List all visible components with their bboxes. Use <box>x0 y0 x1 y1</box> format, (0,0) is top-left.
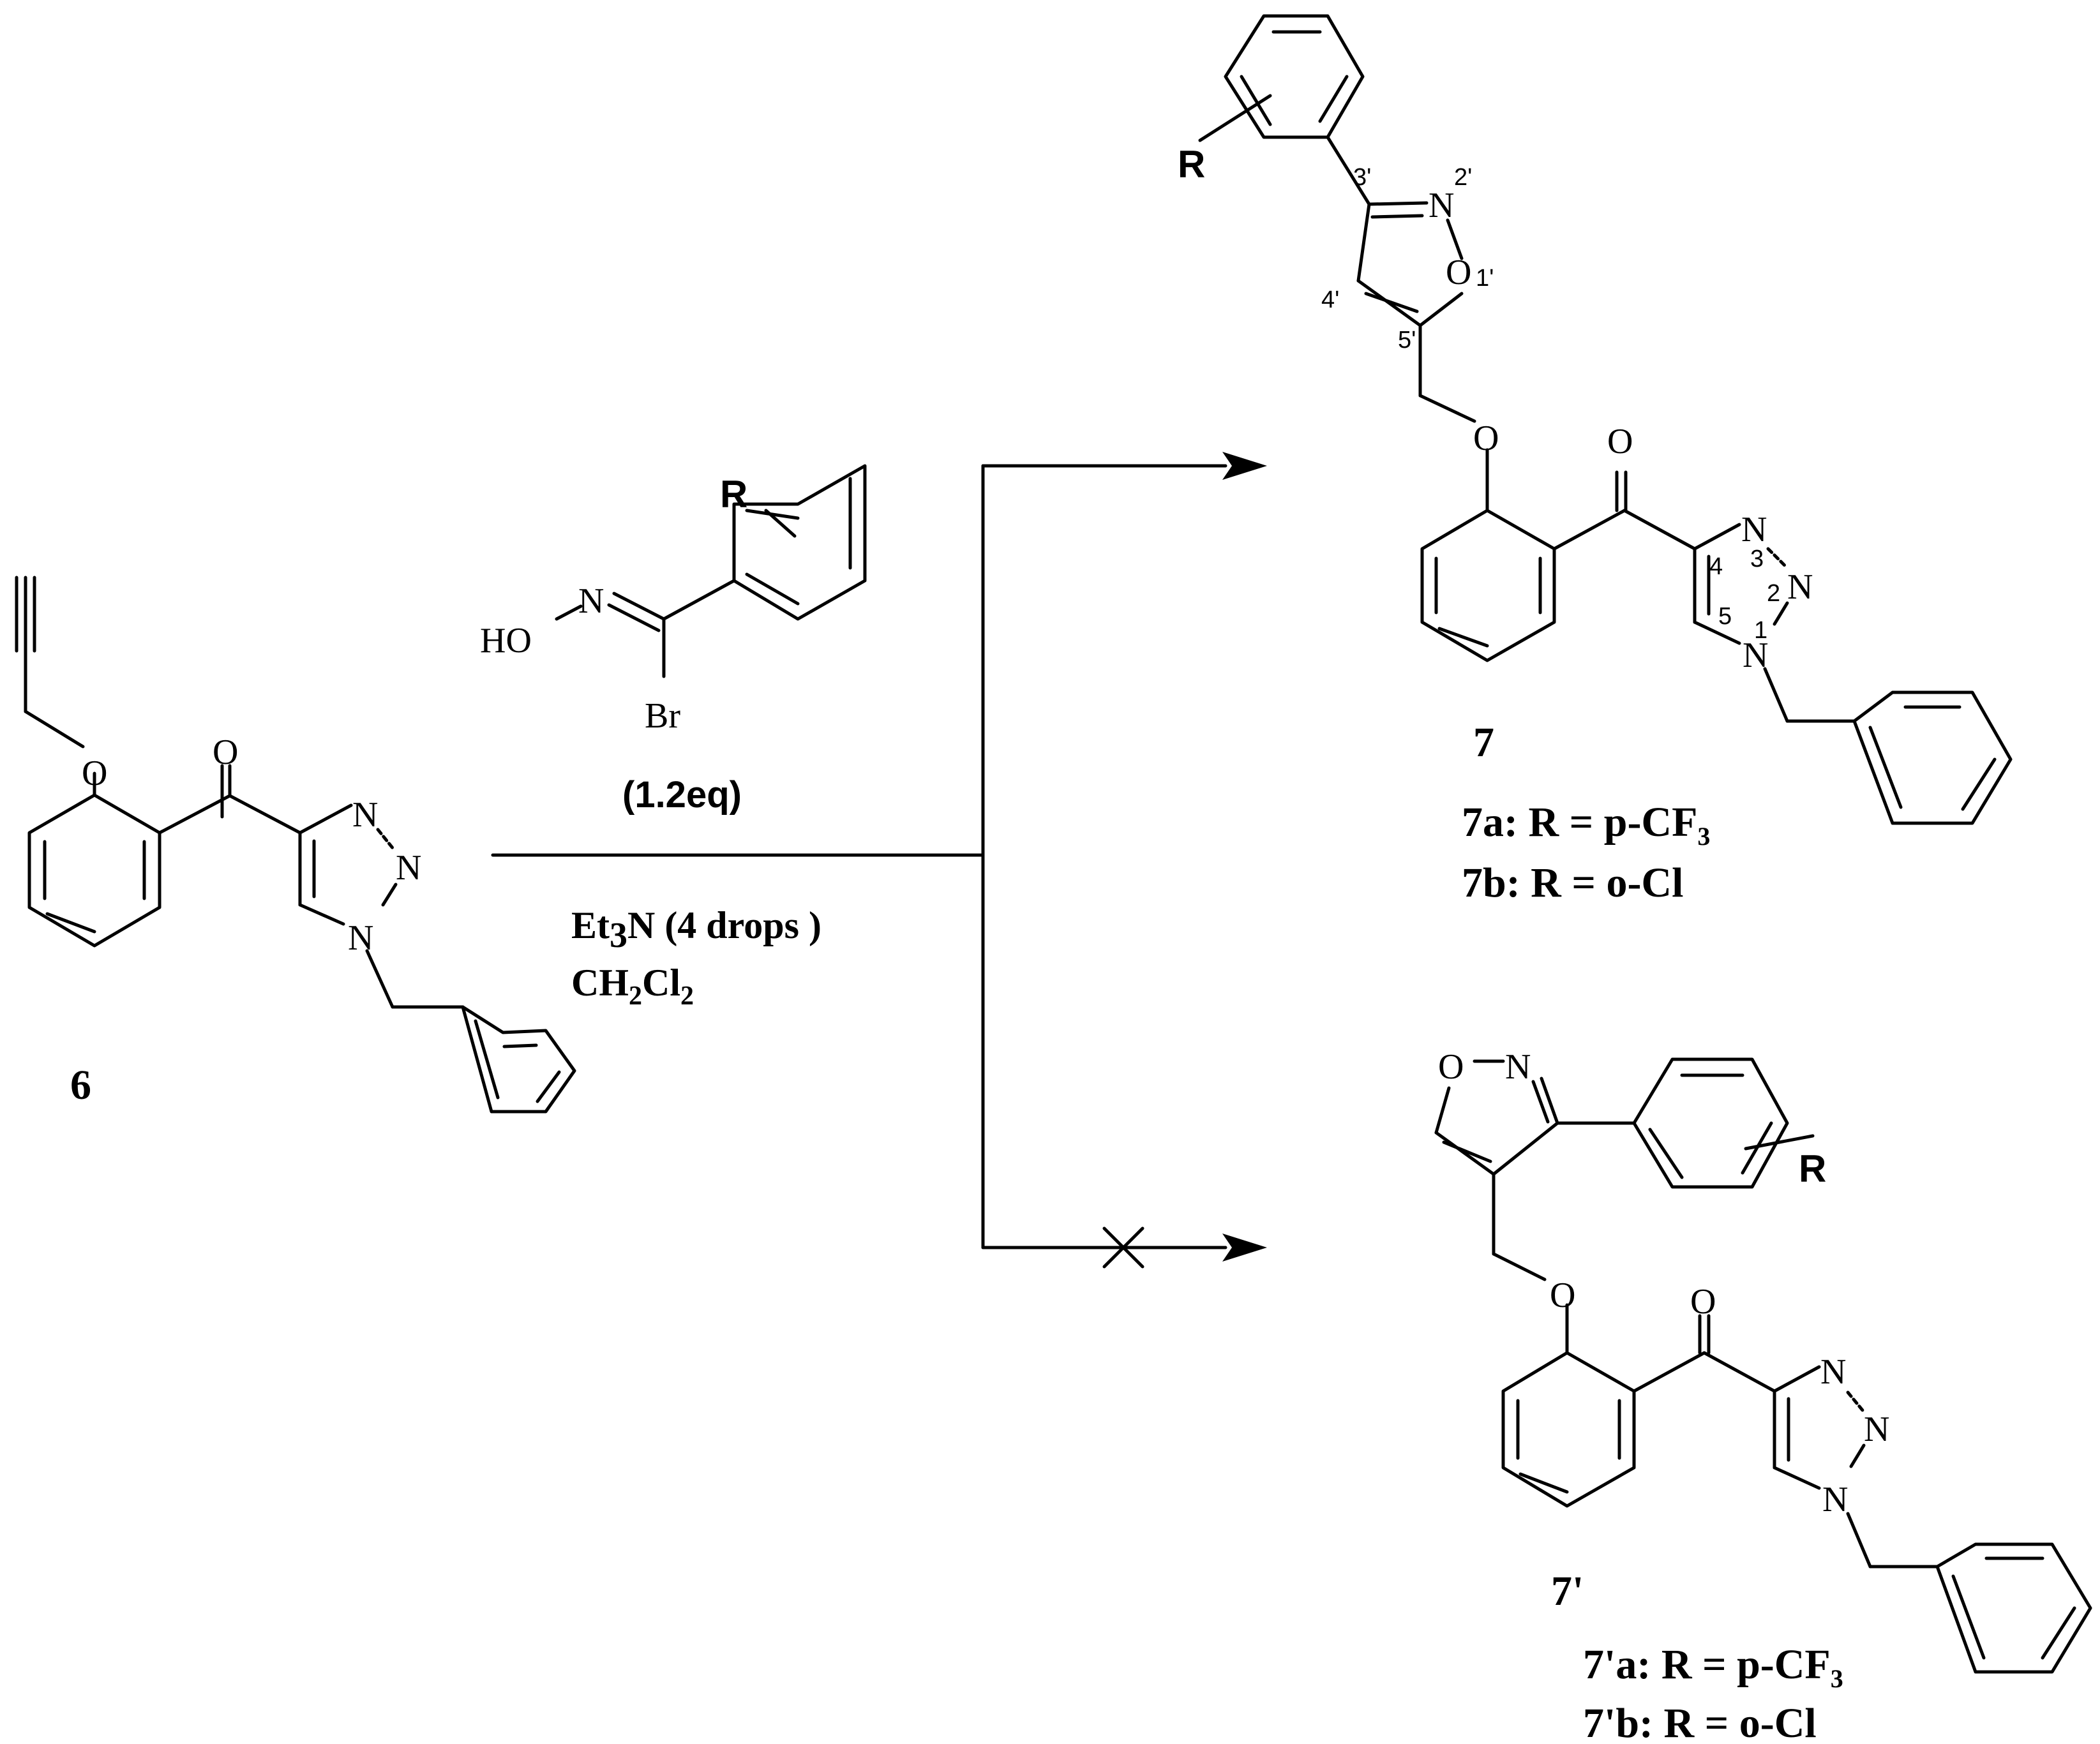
compound-7prime-structure <box>1434 1057 2092 1674</box>
pos-4: 4 <box>1709 553 1723 580</box>
product-7-atom-n2p: N <box>1429 186 1454 225</box>
product-7p-atom-n-isox: N <box>1505 1047 1531 1087</box>
substituent-7b: 7b: R = o-Cl <box>1462 860 1683 906</box>
pos-2: 2 <box>1767 580 1780 607</box>
product-7-atom-n1: N <box>1743 636 1768 675</box>
substituent-7prime-a: 7'a: R = p-CF3 <box>1583 1641 1843 1693</box>
product-7p-atom-n3: N <box>1820 1352 1846 1392</box>
atom-n3-6: N <box>352 795 378 835</box>
product-7-atom-o1p: O <box>1446 253 1471 292</box>
reaction-arrows <box>491 452 1267 1269</box>
product-7p-atom-o-isox: O <box>1438 1047 1464 1087</box>
compound-7-structure <box>1198 14 2013 825</box>
pos-1prime: 1' <box>1476 265 1494 292</box>
atom-n2-6: N <box>396 848 421 888</box>
condition-solvent: CH2Cl2 <box>571 962 694 1011</box>
pos-1: 1 <box>1754 617 1767 644</box>
reagent-atom-ho: HO <box>480 621 532 660</box>
product-7p-atom-n1: N <box>1822 1480 1848 1519</box>
pos-3prime: 3' <box>1353 164 1371 191</box>
compound-6-structure <box>15 576 576 1114</box>
condition-base: Et3N (4 drops ) <box>571 904 821 955</box>
product-7p-atom-o-ether: O <box>1550 1276 1575 1315</box>
substituent-7prime-b: 7'b: R = o-Cl <box>1583 1700 1817 1744</box>
pos-4prime: 4' <box>1321 287 1339 313</box>
pos-3: 3 <box>1750 546 1764 572</box>
reagent-equivalents: (1.2eq) <box>622 774 742 816</box>
pos-2prime: 2' <box>1454 164 1472 191</box>
reagent-structure <box>555 464 867 678</box>
reagent-atom-br: Br <box>645 696 680 736</box>
product-7p-r-group: R <box>1799 1147 1826 1190</box>
compound-label-7: 7 <box>1473 719 1494 766</box>
reagent-r-group: R <box>720 473 747 516</box>
substituent-7a: 7a: R = p-CF3 <box>1462 799 1710 851</box>
compound-label-6: 6 <box>70 1062 91 1108</box>
product-7p-atom-o-carbonyl: O <box>1690 1282 1716 1322</box>
product-7-atom-n3: N <box>1741 510 1767 549</box>
product-7-atom-n2: N <box>1787 567 1813 607</box>
pos-5prime: 5' <box>1398 327 1416 354</box>
atom-o-ether-6: O <box>82 754 107 793</box>
product-7-atom-o-ether: O <box>1473 419 1499 458</box>
product-7-atom-o-carbonyl: O <box>1607 422 1633 461</box>
arrow-head-top <box>1222 452 1267 480</box>
arrow-head-bottom <box>1222 1233 1267 1262</box>
atom-o-carbonyl-6: O <box>213 733 238 772</box>
product-7-r-group: R <box>1178 143 1205 186</box>
reagent-atom-n: N <box>578 581 604 621</box>
atom-n1-6: N <box>348 918 373 958</box>
compound-label-7prime: 7' <box>1551 1568 1584 1614</box>
pos-5: 5 <box>1718 603 1732 630</box>
product-7p-atom-n2: N <box>1864 1410 1889 1449</box>
